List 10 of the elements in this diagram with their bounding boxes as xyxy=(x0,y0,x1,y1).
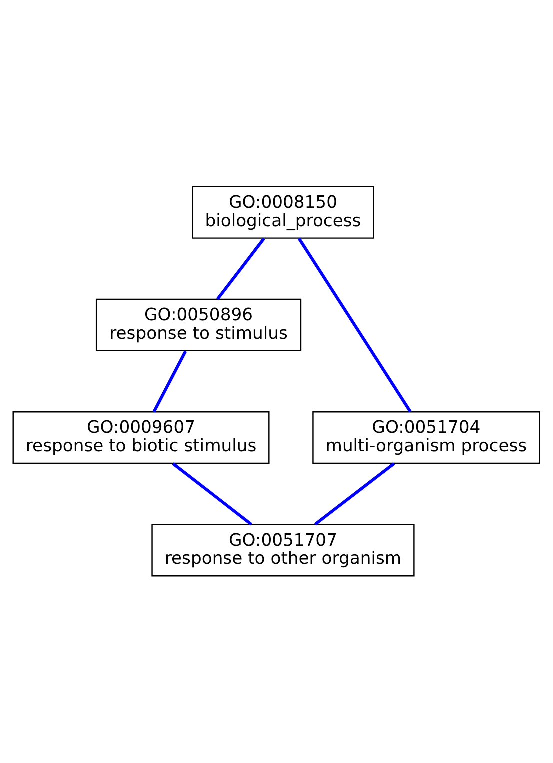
node-box: GO:0050896 response to stimulus xyxy=(96,298,302,352)
node-box: GO:0008150 biological_process xyxy=(192,186,374,239)
connector xyxy=(216,238,266,300)
node-box: GO:0051704 multi-organism process xyxy=(312,411,540,464)
node-box: GO:0009607 response to biotic stimulus xyxy=(12,411,270,464)
connector xyxy=(152,350,188,413)
connector xyxy=(314,462,396,526)
connector xyxy=(172,462,252,526)
connector xyxy=(298,238,412,413)
node-box: GO:0051707 response to other organism xyxy=(152,524,415,577)
